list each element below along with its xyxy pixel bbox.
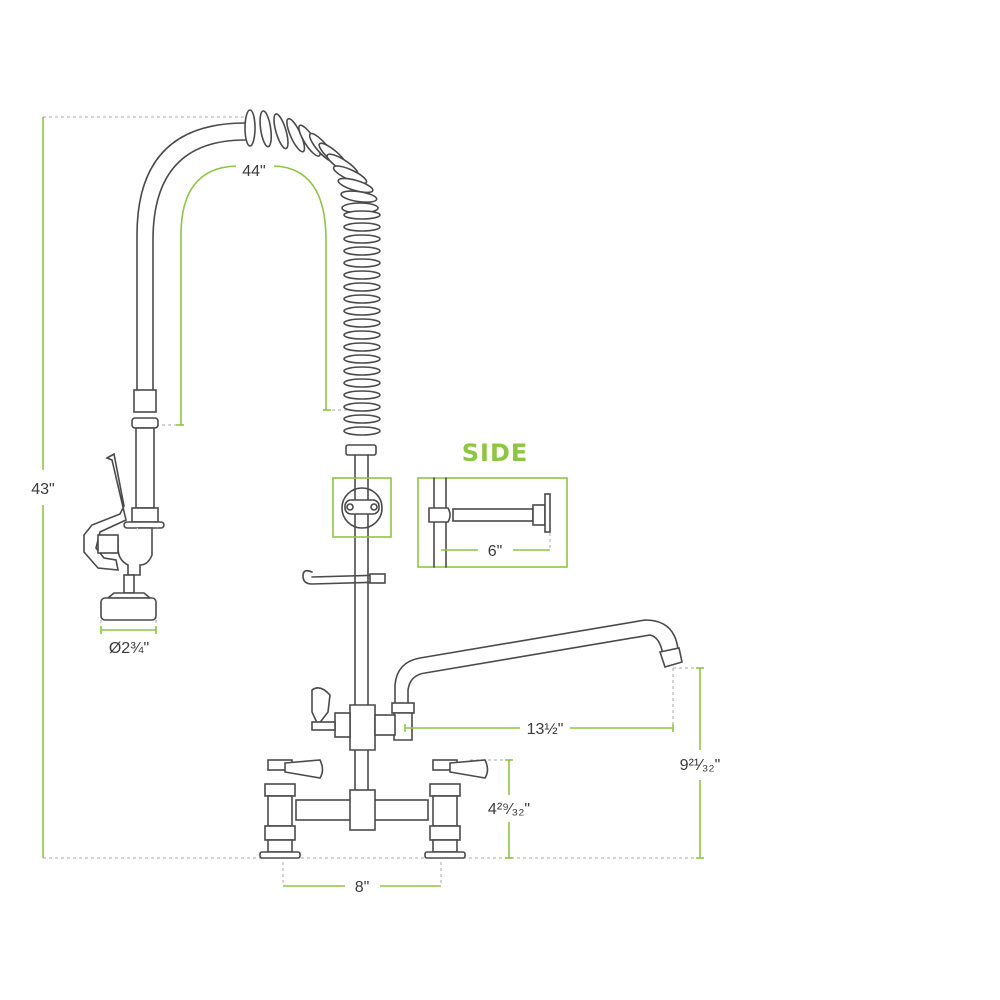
hex-nut (264, 783, 296, 797)
spring-coil (343, 210, 381, 220)
shank (267, 839, 293, 853)
spring-coil (343, 246, 381, 256)
hex-nut (429, 783, 461, 797)
spring-coil (343, 294, 381, 304)
side-view-title: SIDE (462, 439, 529, 467)
valve-body (267, 795, 293, 827)
spray-hook (302, 569, 386, 585)
hex-nut (264, 825, 296, 841)
spout-height-dimension: 9²¹⁄₃₂" (680, 667, 721, 859)
center-spacing-label: 8" (355, 879, 370, 896)
coil-spring (244, 109, 381, 436)
valve-height-dimension: 4²⁹⁄₃₂" (488, 759, 530, 859)
spring-coil (343, 318, 381, 328)
spring-coil (343, 270, 381, 280)
spring-coil (343, 234, 381, 244)
left-valve-stem (259, 759, 324, 859)
spring-coil (343, 330, 381, 340)
spring-coil (343, 258, 381, 268)
right-valve-stem (424, 759, 489, 859)
spring-coil (343, 222, 381, 232)
wall-bracket (332, 477, 392, 538)
spring-coil (343, 414, 381, 424)
spring-coil (343, 282, 381, 292)
flange (424, 851, 466, 859)
flange (259, 851, 301, 859)
spring-coil (259, 110, 273, 148)
center-valve (311, 687, 396, 751)
hose-length-label: 44" (242, 163, 265, 180)
spring-coil (244, 109, 256, 147)
wall-bracket-depth-label: 6" (488, 543, 503, 560)
center-spacing-dimension: 8" (283, 879, 441, 896)
spring-coil (337, 177, 374, 194)
pre-rinse-spray-valve (83, 389, 165, 621)
spring-coil (273, 113, 289, 150)
spring-coil (343, 378, 381, 388)
lever-handle-icon (449, 759, 489, 779)
spring-coil (343, 354, 381, 364)
spring-coil (340, 190, 378, 203)
side-view-box: 6" (417, 477, 568, 568)
deck-mount-assembly (259, 759, 489, 859)
spout-reach-dimension: 13½" (404, 721, 674, 738)
spring-coil (343, 390, 381, 400)
spout-height-label: 9²¹⁄₃₂" (680, 757, 721, 774)
spring-coil (343, 366, 381, 376)
valve-height-label: 4²⁹⁄₃₂" (488, 801, 530, 818)
spout-reach-label: 13½" (527, 721, 564, 738)
swing-spout (391, 619, 683, 741)
hose (136, 122, 246, 393)
spray-head-diameter-dimension: Ø2¾" (100, 626, 157, 657)
shank (432, 839, 458, 853)
spring-coil (343, 426, 381, 436)
overall-height-dimension: 43" (31, 117, 55, 858)
lever-handle-icon (284, 759, 324, 779)
overall-height-label: 43" (31, 481, 54, 498)
valve-body (432, 795, 458, 827)
hex-nut (429, 825, 461, 841)
hose-length-dimension: 44" (176, 163, 331, 426)
spring-coil (343, 342, 381, 352)
spring-coil (343, 306, 381, 316)
spring-coil (343, 402, 381, 412)
spray-head-diameter-label: Ø2¾" (109, 640, 149, 657)
